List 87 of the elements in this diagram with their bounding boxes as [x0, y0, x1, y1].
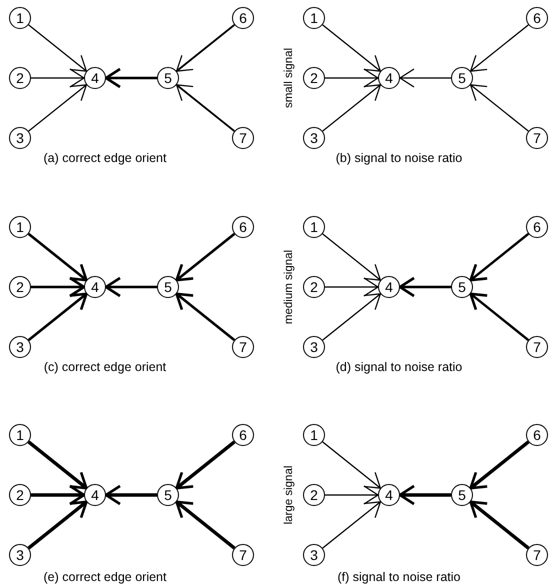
node-circle: 5 — [157, 484, 179, 506]
arrow — [175, 232, 236, 282]
row-label: large signal — [283, 466, 295, 524]
arrow — [31, 276, 86, 298]
node-circle: 4 — [84, 276, 106, 298]
node-circle: 5 — [451, 276, 473, 298]
arrow — [398, 484, 451, 506]
arrow — [469, 500, 530, 550]
node-circle: 2 — [303, 67, 325, 89]
node-circle: 3 — [9, 127, 31, 149]
row-label: small signal — [283, 48, 295, 108]
arrow — [175, 292, 236, 342]
arrow — [325, 277, 379, 297]
node-circle: 6 — [232, 7, 254, 29]
arrow — [176, 84, 235, 132]
arrow — [325, 485, 379, 505]
arrow — [470, 84, 529, 132]
arrow — [28, 440, 88, 490]
node-circle: 2 — [9, 276, 31, 298]
node-circle: 7 — [526, 127, 548, 149]
row-label: medium signal — [283, 250, 295, 324]
node-circle: 7 — [526, 544, 548, 566]
arrow — [322, 84, 381, 132]
panel-caption: (f) signal to noise ratio — [338, 570, 460, 584]
arrow — [104, 68, 157, 88]
panel-caption: (d) signal to noise ratio — [336, 360, 462, 374]
node-circle: 6 — [526, 7, 548, 29]
arrow — [398, 276, 451, 298]
panel-caption: (c) correct edge orient — [44, 360, 166, 374]
node-circle: 2 — [303, 484, 325, 506]
node-circle: 6 — [526, 424, 548, 446]
arrow — [28, 24, 87, 72]
node-circle: 1 — [303, 7, 325, 29]
arrow — [469, 440, 530, 490]
node-circle: 2 — [9, 67, 31, 89]
panel-caption: (b) signal to noise ratio — [336, 151, 462, 165]
node-circle: 6 — [232, 216, 254, 238]
node-circle: 2 — [303, 276, 325, 298]
node-circle: 5 — [157, 276, 179, 298]
arrow — [322, 24, 381, 72]
arrow — [28, 232, 88, 282]
arrow — [104, 276, 157, 298]
arrow — [399, 68, 451, 88]
node-circle: 1 — [303, 216, 325, 238]
node-circle: 5 — [451, 484, 473, 506]
node-circle: 3 — [9, 544, 31, 566]
arrow — [322, 293, 381, 341]
arrow — [28, 500, 88, 550]
arrow — [31, 484, 86, 506]
arrow — [28, 292, 88, 342]
node-circle: 3 — [9, 336, 31, 358]
node-circle: 7 — [232, 336, 254, 358]
node-circle: 4 — [84, 67, 106, 89]
node-circle: 4 — [84, 484, 106, 506]
node-circle: 4 — [378, 484, 400, 506]
arrow — [176, 24, 235, 72]
node-circle: 6 — [526, 216, 548, 238]
node-circle: 6 — [232, 424, 254, 446]
node-circle: 5 — [157, 67, 179, 89]
panel-caption: (e) correct edge orient — [44, 570, 166, 584]
node-circle: 1 — [9, 216, 31, 238]
node-circle: 4 — [378, 67, 400, 89]
node-circle: 7 — [526, 336, 548, 358]
node-circle: 7 — [232, 127, 254, 149]
arrow — [322, 233, 381, 281]
arrow — [28, 84, 87, 132]
arrow — [469, 292, 530, 342]
node-circle: 1 — [9, 7, 31, 29]
node-circle: 5 — [451, 67, 473, 89]
node-circle: 1 — [9, 424, 31, 446]
arrow — [31, 68, 85, 88]
node-circle: 3 — [303, 127, 325, 149]
arrow — [322, 501, 381, 549]
arrow — [104, 484, 157, 506]
arrow — [470, 24, 529, 72]
arrow — [325, 68, 379, 88]
arrow — [469, 232, 530, 282]
node-circle: 3 — [303, 544, 325, 566]
arrow — [175, 500, 236, 550]
node-circle: 4 — [378, 276, 400, 298]
arrow — [175, 440, 236, 490]
node-circle: 1 — [303, 424, 325, 446]
node-circle: 7 — [232, 544, 254, 566]
node-circle: 2 — [9, 484, 31, 506]
arrow — [322, 441, 381, 489]
node-circle: 3 — [303, 336, 325, 358]
panel-caption: (a) correct edge orient — [44, 151, 166, 165]
